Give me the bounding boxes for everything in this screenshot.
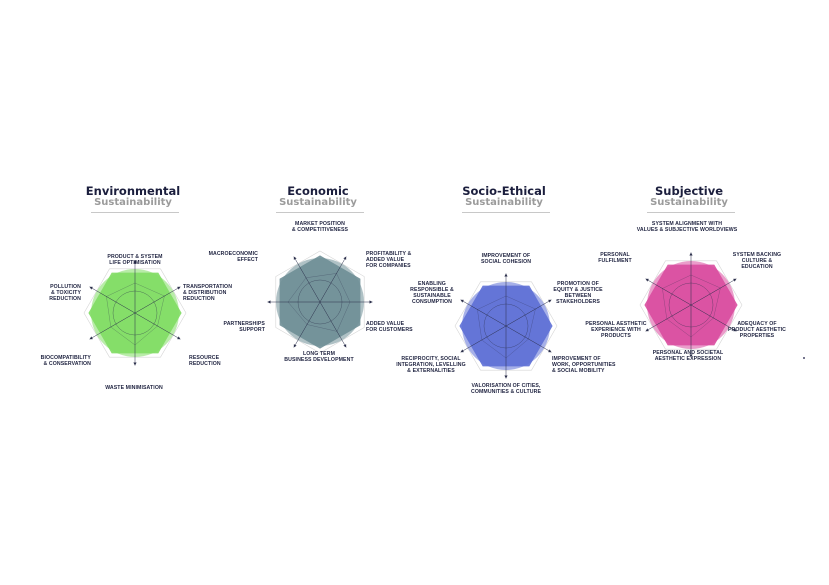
panel-economic: Economic Sustainability MARKET POSITION&… (209, 178, 418, 408)
axis-spoke (505, 299, 552, 327)
axis-label: BIOCOMPATIBILITY& CONSERVATION (40, 355, 91, 367)
panel-socio-ethical: Socio-Ethical Sustainability IMPROVEMENT… (396, 178, 615, 408)
axis-arrowhead (267, 300, 271, 304)
axis-arrowhead (293, 344, 297, 348)
axis-spoke (293, 301, 321, 348)
subjective-hexagon-diagram (639, 252, 743, 358)
panel-title: Socio-Ethical (462, 184, 546, 198)
radar-outline (106, 282, 165, 346)
axis-arrowhead (689, 252, 693, 256)
axis-arrowhead (645, 278, 649, 282)
axis-spoke (319, 301, 347, 348)
axis-spoke (319, 256, 347, 303)
title-divider (91, 212, 179, 213)
panel-subtitle: Sustainability (650, 197, 728, 208)
panel-title: Economic (287, 184, 349, 198)
axis-arrowhead (548, 299, 552, 303)
axis-arrowhead (293, 256, 297, 260)
axis-arrowhead (504, 375, 508, 379)
axis-arrowhead (89, 336, 93, 340)
axis-spoke (293, 256, 321, 303)
axis-arrowhead (343, 344, 347, 348)
axis-arrowhead (460, 349, 464, 353)
axis-arrowhead (548, 349, 552, 353)
axis-arrowhead (177, 336, 181, 340)
axis-arrowhead (689, 354, 693, 358)
axis-arrowhead (133, 362, 137, 366)
title-divider (462, 212, 550, 213)
economic-hexagon-diagram (267, 250, 373, 354)
axis-arrowhead (460, 299, 464, 303)
panel-subjective: Subjective Sustainability SYSTEM ALIGNME… (585, 178, 789, 408)
panel-subtitle: Sustainability (465, 197, 543, 208)
axis-spoke (134, 312, 181, 340)
panel-title: Subjective (655, 184, 723, 198)
radar-outline (287, 273, 351, 332)
axis-arrowhead (733, 278, 737, 282)
stray-dot (803, 357, 805, 359)
axis-arrowhead (343, 256, 347, 260)
radar-outline (477, 295, 536, 359)
panel-title: Environmental (85, 184, 181, 198)
axis-arrowhead (133, 260, 137, 264)
panel-subtitle: Sustainability (94, 197, 172, 208)
axis-spoke (505, 325, 552, 353)
panel-environmental: Environmental Sustainability PRODUCT & S… (33, 178, 233, 408)
axis-spoke (460, 325, 507, 353)
axis-arrowhead (369, 300, 373, 304)
axis-spoke (89, 286, 136, 314)
axis-spoke (645, 278, 692, 306)
axis-spoke (645, 304, 692, 332)
axis-arrowhead (645, 328, 649, 332)
socio-ethical-hexagon-diagram (454, 273, 558, 379)
outer-hexagon (83, 268, 187, 358)
axis-spoke (89, 312, 136, 340)
panel-subtitle: Sustainability (279, 197, 357, 208)
axis-label: WASTE MINIMISATION (105, 385, 163, 391)
axis-label: MARKET POSITION& COMPETITIVENESS (291, 221, 349, 233)
outer-hexagon (275, 250, 365, 354)
outer-hexagon (639, 260, 743, 350)
environmental-hexagon-diagram (83, 260, 187, 366)
title-divider (647, 212, 735, 213)
axis-arrowhead (733, 328, 737, 332)
outer-hexagon (454, 281, 558, 371)
title-divider (276, 212, 364, 213)
axis-arrowhead (504, 273, 508, 277)
radar-outline (662, 274, 721, 338)
axis-arrowhead (89, 286, 93, 290)
axis-arrowhead (177, 286, 181, 290)
axis-spoke (690, 304, 737, 332)
axis-spoke (460, 299, 507, 327)
axis-spoke (134, 286, 181, 314)
axis-spoke (690, 278, 737, 306)
axis-label: VALORISATION OF CITIES,COMMUNITIES & CUL… (470, 383, 542, 395)
